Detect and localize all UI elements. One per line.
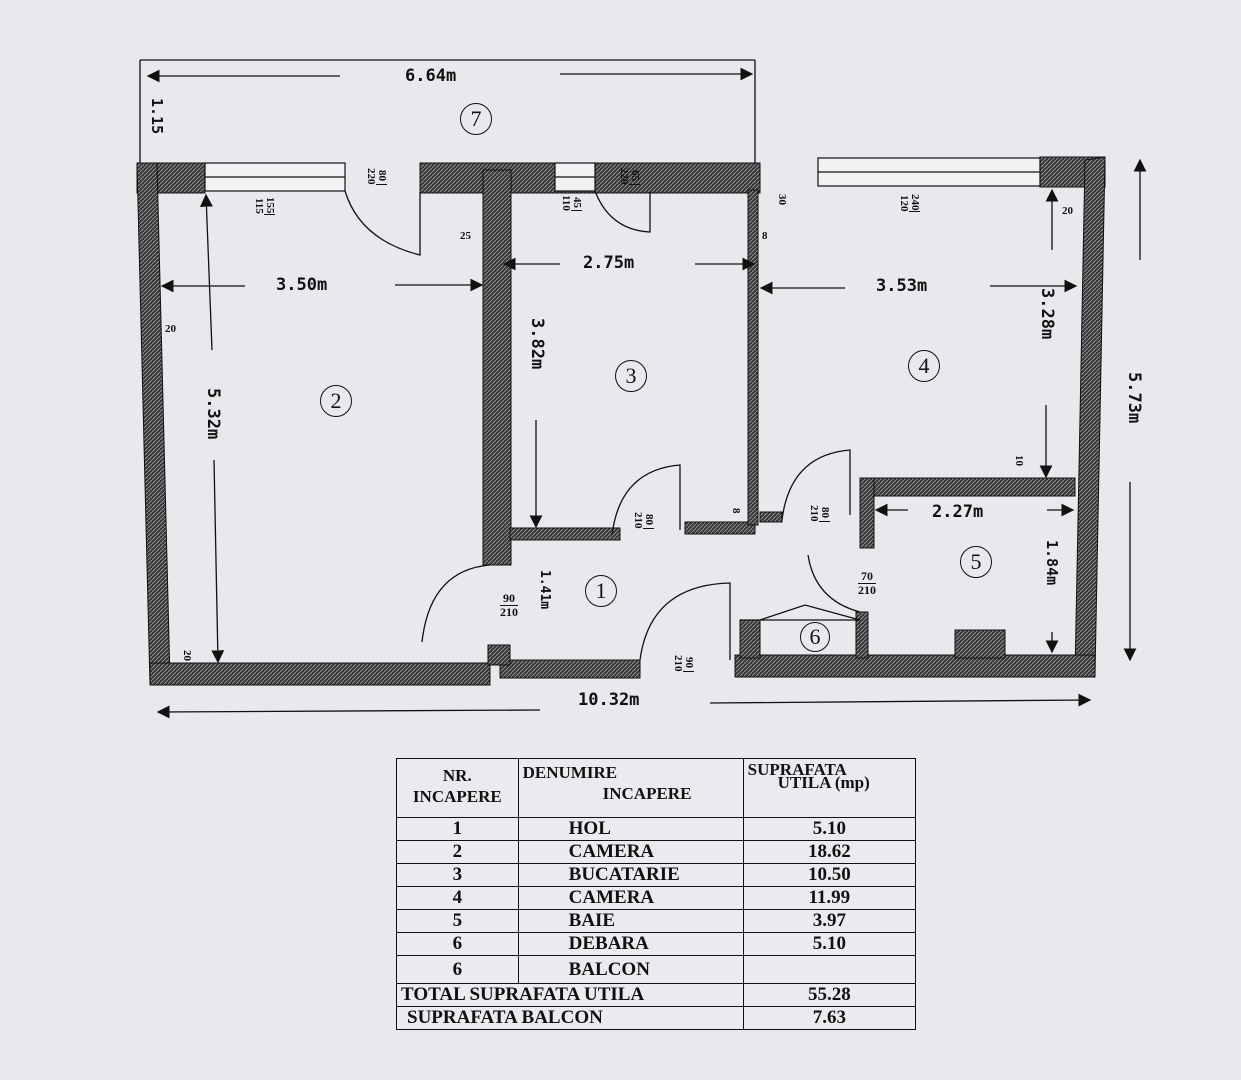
wall-label: 20 xyxy=(165,323,176,335)
wall-label: 10 xyxy=(1013,455,1025,466)
room-1-height: 1.41m xyxy=(537,570,552,610)
overall-width-label: 10.32m xyxy=(578,690,640,710)
room-3-width: 2.75m xyxy=(583,253,635,273)
room-4-width: 3.53m xyxy=(876,276,928,296)
wall-label: 25 xyxy=(460,230,471,242)
balcony-depth-label: 1.15 xyxy=(148,98,166,135)
room-7-badge: 7 xyxy=(460,103,492,135)
room-4-height: 3.28m xyxy=(1037,288,1057,340)
wall-label: 20 xyxy=(181,650,193,661)
room-3-badge: 3 xyxy=(615,360,647,392)
room-6-badge: 6 xyxy=(800,622,830,652)
overall-height-label: 5.73m xyxy=(1124,372,1144,424)
room-5-height: 1.84m xyxy=(1043,540,1061,586)
room-2-height: 5.32m xyxy=(203,388,223,440)
room-1-badge: 1 xyxy=(585,575,617,607)
room-4-badge: 4 xyxy=(908,350,940,382)
room-5-width: 2.27m xyxy=(932,502,984,522)
wall-label: 20 xyxy=(1062,205,1073,217)
room-2-width: 3.50m xyxy=(276,275,328,295)
wall-label: 8 xyxy=(762,230,768,242)
balcony-width-label: 6.64m xyxy=(405,66,457,86)
wall-label: 8 xyxy=(730,508,742,514)
room-3-height: 3.82m xyxy=(527,318,547,370)
wall-label: 30 xyxy=(776,194,788,205)
header-nr: NR.INCAPERE xyxy=(396,758,519,818)
room-5-badge: 5 xyxy=(960,546,992,578)
room-2-badge: 2 xyxy=(320,385,352,417)
